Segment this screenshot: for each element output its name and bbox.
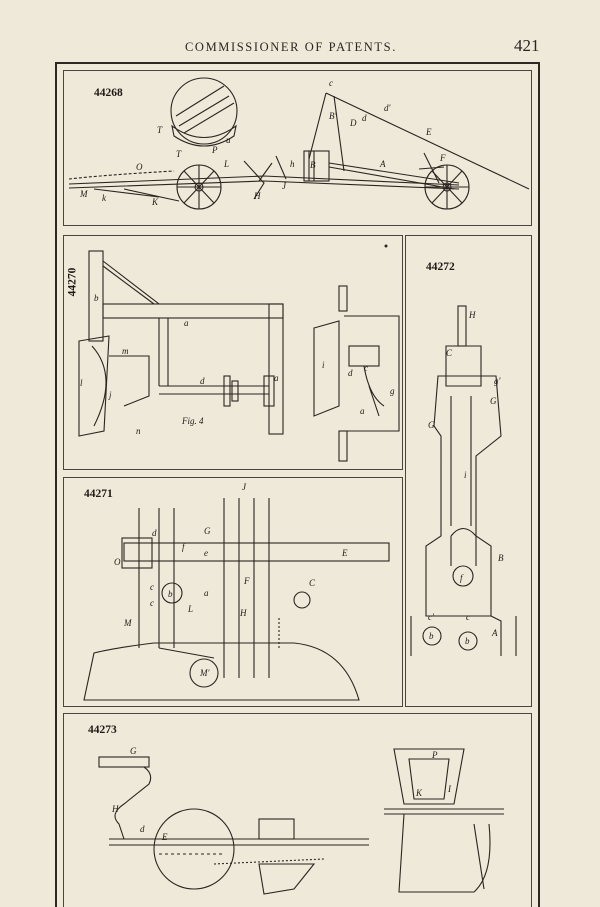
label-n: n bbox=[136, 426, 141, 436]
label-A: A bbox=[379, 159, 386, 169]
figure-44272-drawing: H C g' G G i B f c' c b b A bbox=[410, 305, 517, 656]
label-g: g bbox=[390, 386, 395, 396]
figure-44273-number: 44273 bbox=[88, 724, 117, 736]
figure-44273-drawing: G H d E P K I bbox=[98, 746, 504, 895]
label-b2: b bbox=[465, 636, 470, 646]
label-H: H bbox=[253, 191, 261, 201]
page-header: COMMISSIONER OF PATENTS. 421 bbox=[0, 36, 600, 60]
label-K: K bbox=[415, 788, 423, 798]
label-G2: G bbox=[428, 420, 435, 430]
drum-shape bbox=[170, 77, 238, 145]
label-f: f bbox=[460, 573, 464, 583]
label-B: B bbox=[498, 553, 504, 563]
label-F: F bbox=[439, 153, 446, 163]
label-G: G bbox=[490, 396, 497, 406]
label-T: T bbox=[157, 125, 163, 135]
figure-44271-number: 44271 bbox=[84, 488, 113, 500]
label-E: E bbox=[425, 127, 432, 137]
label-G: G bbox=[204, 526, 211, 536]
label-J: J bbox=[282, 181, 287, 191]
label-d: d bbox=[140, 824, 145, 834]
label-g-prime: g' bbox=[494, 376, 502, 386]
label-f: f bbox=[182, 542, 186, 552]
label-G: G bbox=[130, 746, 137, 756]
label-C: C bbox=[446, 348, 453, 358]
figure-44271-labels: J d G f e O E C c c b a F L H M M' bbox=[114, 482, 348, 678]
label-E: E bbox=[161, 832, 168, 842]
figure-44272-panel: 44272 H C g' G G i B f c' c b bbox=[405, 235, 532, 707]
figure-44272-labels: H C g' G G i B f c' c b b A bbox=[428, 310, 504, 646]
label-H: H bbox=[239, 608, 247, 618]
label-D: D bbox=[349, 118, 357, 128]
label-P: P bbox=[211, 145, 218, 155]
label-h: h bbox=[290, 159, 295, 169]
label-M: M bbox=[123, 618, 132, 628]
figure-44270-labels: b a m l j n d a Fig. 4 i d c a g bbox=[80, 293, 395, 436]
figure-44271-panel: 44271 J d G f e O E C c c b bbox=[63, 477, 403, 707]
figure-44268-panel: 44268 bbox=[63, 70, 532, 226]
label-d: d bbox=[152, 528, 157, 538]
label-J: J bbox=[242, 482, 247, 492]
label-c2: c bbox=[150, 598, 154, 608]
figure-44273-labels: G H d E P K I bbox=[111, 746, 452, 842]
figure-44268-labels: c B' d' D d E A F T u P T O L h B J H M … bbox=[79, 78, 446, 207]
label-T2: T bbox=[176, 149, 182, 159]
figure-frame bbox=[55, 62, 540, 907]
label-b: b bbox=[429, 631, 434, 641]
label-a2: a bbox=[274, 373, 279, 383]
label-I: I bbox=[447, 784, 452, 794]
label-u: u bbox=[226, 135, 231, 145]
label-B: B bbox=[310, 160, 316, 170]
label-H: H bbox=[468, 310, 476, 320]
label-O: O bbox=[114, 557, 121, 567]
label-a: a bbox=[204, 588, 209, 598]
figure-44268-number: 44268 bbox=[94, 87, 123, 99]
page-number: 421 bbox=[514, 36, 540, 55]
figure-44270-drawing: b a m l j n d a Fig. 4 i d c a g bbox=[78, 244, 400, 462]
label-c: c bbox=[150, 582, 154, 592]
label-B-prime: B' bbox=[329, 111, 337, 121]
label-i: i bbox=[322, 360, 325, 370]
label-E: E bbox=[341, 548, 348, 558]
label-c: c bbox=[364, 363, 368, 373]
label-a: a bbox=[184, 318, 189, 328]
label-m: m bbox=[122, 346, 129, 356]
label-a3: a bbox=[360, 406, 365, 416]
label-K: K bbox=[151, 197, 159, 207]
label-O: O bbox=[136, 162, 143, 172]
label-d-prime: d' bbox=[384, 103, 392, 113]
label-fig4: Fig. 4 bbox=[181, 416, 204, 426]
label-F: F bbox=[243, 576, 250, 586]
label-M-prime: M' bbox=[199, 668, 210, 678]
label-C: C bbox=[309, 578, 316, 588]
label-l: l bbox=[80, 378, 83, 388]
figure-44271-drawing: J d G f e O E C c c b a F L H M M' bbox=[83, 482, 390, 701]
label-j: j bbox=[108, 390, 112, 400]
label-d: d bbox=[200, 376, 205, 386]
figure-44270-panel: 44270 b a m l bbox=[63, 235, 403, 470]
label-b: b bbox=[168, 589, 173, 599]
label-L: L bbox=[187, 604, 193, 614]
label-b: b bbox=[94, 293, 99, 303]
label-e: e bbox=[204, 548, 208, 558]
label-k: k bbox=[102, 193, 107, 203]
label-d: d bbox=[362, 113, 367, 123]
label-d2: d bbox=[348, 368, 353, 378]
label-c-prime: c' bbox=[428, 612, 435, 622]
running-title: COMMISSIONER OF PATENTS. bbox=[185, 40, 397, 54]
label-i: i bbox=[464, 470, 467, 480]
label-c: c bbox=[466, 612, 470, 622]
label-P: P bbox=[431, 750, 438, 760]
label-M: M bbox=[79, 189, 88, 199]
label-L: L bbox=[223, 159, 229, 169]
label-H: H bbox=[111, 804, 119, 814]
label-A: A bbox=[491, 628, 498, 638]
figure-44268-drawing: c B' d' D d E A F T u P T O L h B J H M … bbox=[68, 77, 530, 210]
label-c: c bbox=[329, 78, 333, 88]
figure-44272-number: 44272 bbox=[426, 261, 455, 273]
figure-44273-panel: 44273 G H d E P K I bbox=[63, 713, 532, 907]
